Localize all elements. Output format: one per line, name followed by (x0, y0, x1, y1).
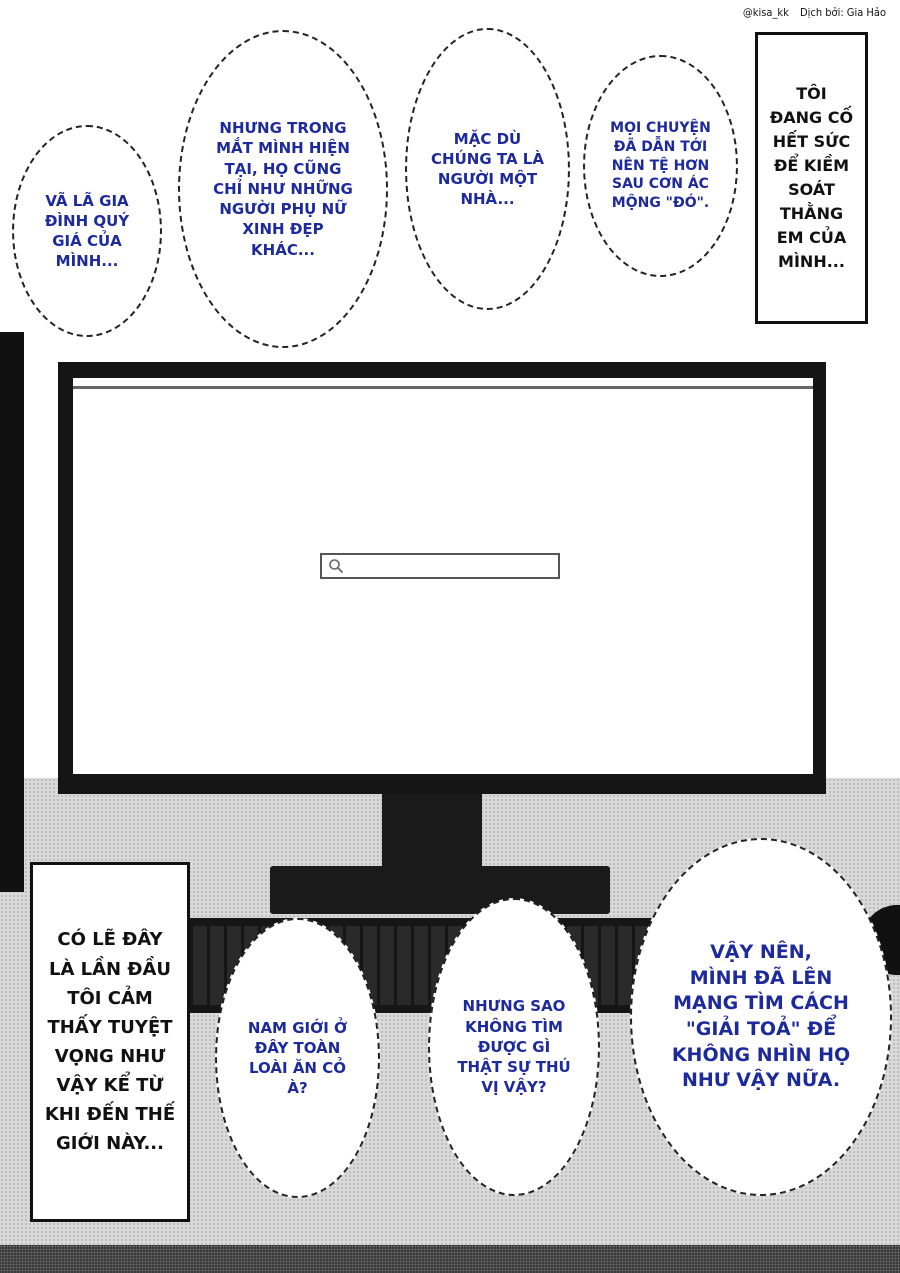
author-credit: @kisa_kk (742, 6, 789, 19)
pc-tower (0, 332, 24, 892)
monitor-stand-base (270, 866, 610, 914)
translator-credit: Dịch bởi: Gia Hảo (800, 6, 886, 19)
search-icon (329, 559, 344, 574)
browser-top-bar (73, 378, 813, 389)
speech-bubble-7: VẬY NÊN, MÌNH ĐÃ LÊN MẠNG TÌM CÁCH "GIẢI… (630, 838, 892, 1196)
monitor-stand-neck (382, 794, 482, 874)
speech-bubble-2: NHƯNG TRONG MẮT MÌNH HIỆN TẠI, HỌ CŨNG C… (178, 30, 388, 348)
credits: @kisa_kk Dịch bởi: Gia Hảo (735, 6, 886, 19)
speech-bubble-5: NAM GIỚI Ở ĐÂY TOÀN LOÀI ĂN CỎ À? (215, 918, 380, 1198)
narration-box-top: TÔI ĐANG CỐ HẾT SỨC ĐỂ KIỀM SOÁT THẰNG E… (755, 32, 868, 324)
speech-bubble-3: MẶC DÙ CHÚNG TA LÀ NGƯỜI MỘT NHÀ... (405, 28, 570, 310)
floor-strip (0, 1245, 900, 1273)
speech-bubble-4: MỌI CHUYỆN ĐÃ DẪN TỚI NÊN TỆ HƠN SAU CƠN… (583, 55, 738, 277)
speech-bubble-1: VÃ LÃ GIA ĐÌNH QUÝ GIÁ CỦA MÌNH... (12, 125, 162, 337)
speech-bubble-6: NHƯNG SAO KHÔNG TÌM ĐƯỢC GÌ THẬT SỰ THÚ … (428, 898, 600, 1196)
search-input[interactable] (320, 553, 560, 579)
narration-box-bottom: CÓ LẼ ĐÂY LÀ LẦN ĐẦU TÔI CẢM THẤY TUYỆT … (30, 862, 190, 1222)
